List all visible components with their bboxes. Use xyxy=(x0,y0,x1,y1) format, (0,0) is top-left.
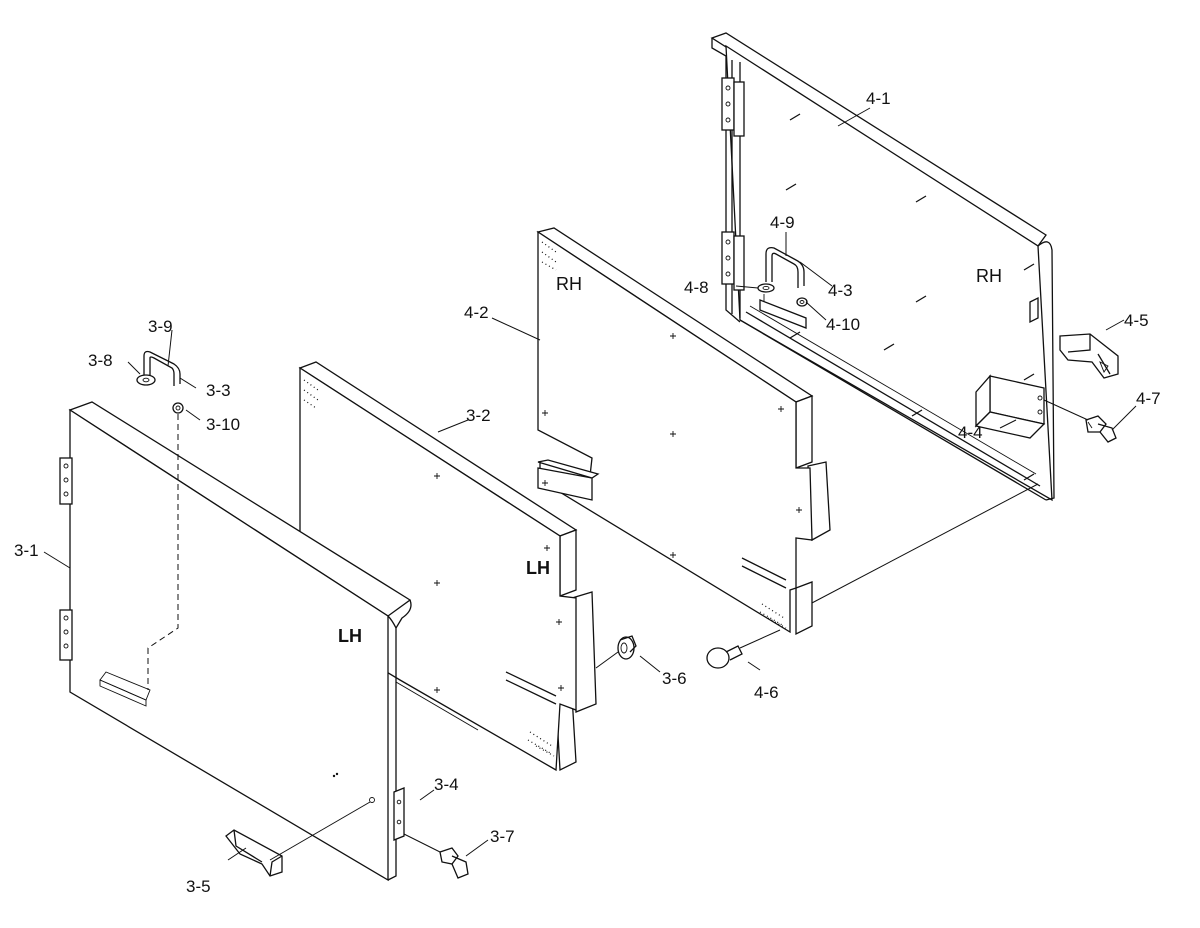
label-4-8: 4-8 xyxy=(684,278,709,297)
side-label-left-door: LH xyxy=(338,626,362,646)
left-insulation-markers xyxy=(434,473,564,693)
label-4-5: 4-5 xyxy=(1124,311,1149,330)
right-insulation-markers xyxy=(542,333,802,558)
label-4-1: 4-1 xyxy=(866,89,891,108)
label-3-4: 3-4 xyxy=(434,775,459,794)
left-handle-nut xyxy=(172,402,184,414)
label-3-10: 3-10 xyxy=(206,415,240,434)
label-4-4: 4-4 xyxy=(958,423,983,442)
left-door-screw xyxy=(403,833,469,879)
left-door-upper-hinge xyxy=(59,457,73,505)
left-door-panel xyxy=(59,401,412,882)
right-door-handle xyxy=(765,246,805,288)
side-label-right-door: RH xyxy=(976,266,1002,286)
label-3-5: 3-5 xyxy=(186,877,211,896)
right-insulation-pad xyxy=(536,227,831,636)
label-3-1: 3-1 xyxy=(14,541,39,560)
label-4-3: 4-3 xyxy=(828,281,853,300)
right-door-lower-hinge xyxy=(721,231,745,291)
left-handle-washer xyxy=(136,374,156,386)
label-4-6: 4-6 xyxy=(754,683,779,702)
label-4-9: 4-9 xyxy=(770,213,795,232)
label-3-3: 3-3 xyxy=(206,381,231,400)
left-door-knob xyxy=(595,635,637,669)
left-pull-handle xyxy=(225,801,371,877)
right-door-knob xyxy=(706,629,781,669)
callout-leaders xyxy=(43,107,1137,861)
right-door-screw xyxy=(1043,399,1117,443)
side-label-left-insulation: LH xyxy=(526,558,550,578)
label-4-10: 4-10 xyxy=(826,315,860,334)
label-4-2: 4-2 xyxy=(464,303,489,322)
right-handle-washer xyxy=(757,283,775,293)
side-label-right-insulation: RH xyxy=(556,274,582,294)
right-door-upper-hinge xyxy=(721,77,745,137)
left-door-lower-hinge xyxy=(59,609,73,661)
label-3-7: 3-7 xyxy=(490,827,515,846)
label-3-8: 3-8 xyxy=(88,351,113,370)
right-door-panel xyxy=(710,32,1055,502)
right-latch-bracket xyxy=(974,374,1046,439)
right-pull-handle xyxy=(1059,333,1119,379)
label-3-2: 3-2 xyxy=(466,406,491,425)
left-latch-bracket xyxy=(393,787,405,841)
callout-labels: 4-1 4-2 3-2 3-1 4-9 4-3 4-8 4-10 4-5 4-7… xyxy=(14,89,1161,896)
label-3-9: 3-9 xyxy=(148,317,173,336)
label-3-6: 3-6 xyxy=(662,669,687,688)
left-door-handle xyxy=(143,350,181,386)
label-4-7: 4-7 xyxy=(1136,389,1161,408)
right-handle-nut xyxy=(796,297,808,307)
